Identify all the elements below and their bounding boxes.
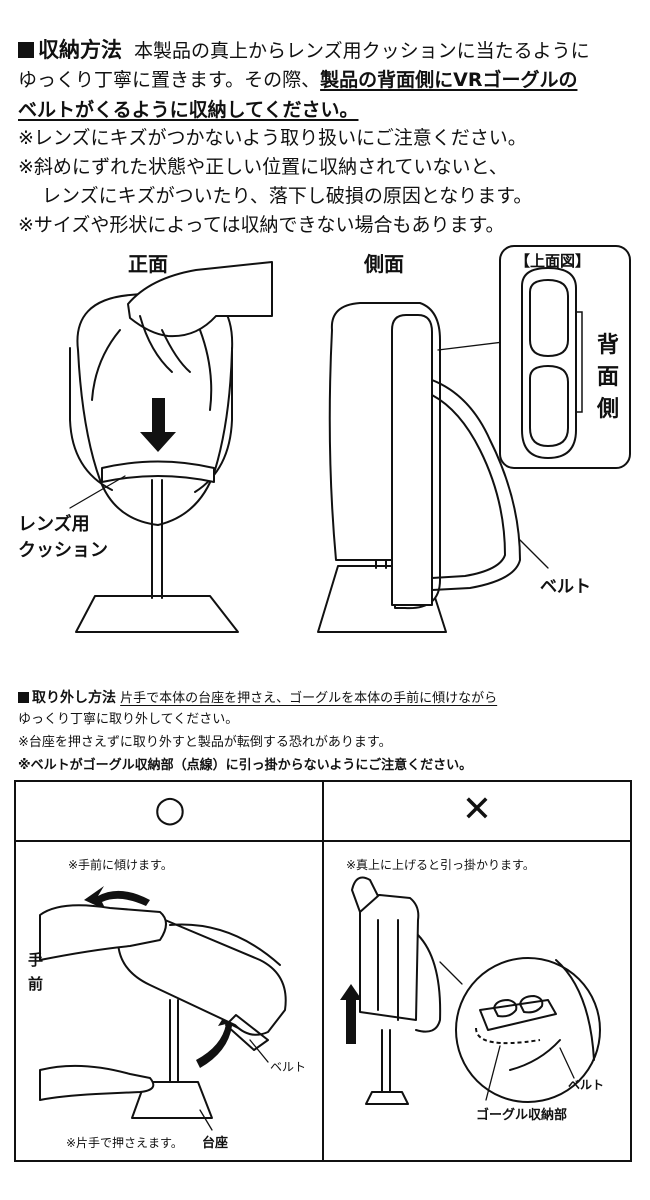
storage-heading-line: 収納方法 本製品の真上からレンズ用クッションに当たるように [18, 36, 590, 65]
square-bullet-icon [18, 42, 34, 58]
front-view-label: 正面 [128, 252, 168, 276]
storage-line-2: ゆっくり丁寧に置きます。その際、製品の背面側にVRゴーグルの [18, 66, 577, 94]
storage-note-2: ※斜めにずれた状態や正しい位置に収納されていないと、 [18, 156, 508, 178]
storage-part-label: ゴーグル収納部 [476, 1108, 568, 1123]
front-side-char-1: 手 [28, 951, 44, 969]
storage-line2-bold: 製品の背面側にVRゴーグルの [320, 69, 578, 91]
storage-line2-plain: ゆっくり丁寧に置きます。その際、 [18, 69, 321, 91]
top-view-goggle [521, 267, 577, 459]
removal-heading-line: 取り外し方法 片手で本体の台座を押さえ、ゴーグルを本体の手前に傾けながら [18, 688, 497, 709]
belt-label-left: ベルト [270, 1060, 307, 1074]
stand-base [75, 595, 239, 633]
base-label: 台座 [202, 1136, 229, 1151]
front-view-illustration [69, 261, 273, 633]
table-column-divider [322, 780, 324, 1162]
storage-note-1: ※レンズにキズがつかないよう取り扱いにご注意ください。 [18, 127, 527, 149]
top-view-label: 【上面図】 [515, 252, 591, 270]
storage-diagram [69, 245, 631, 633]
front-side-label: 手 前 [28, 948, 43, 996]
lens-cushion-label-line1: レンズ用 [18, 514, 90, 535]
square-bullet-icon [18, 692, 29, 703]
storage-line3-bold: ベルトがくるように収納してください。 [18, 99, 359, 121]
storage-note-3: レンズにキズがついたり、落下し破損の原因となります。 [42, 185, 533, 207]
hand-illustration [127, 261, 273, 338]
good-caption: ※手前に傾けます。 [68, 858, 173, 872]
storage-heading: 収納方法 [38, 38, 122, 62]
removal-intro: 片手で本体の台座を押さえ、ゴーグルを本体の手前に傾けながら [120, 691, 498, 706]
belt-label: ベルト [540, 577, 591, 597]
back-side-char-1: 背 [596, 333, 619, 358]
arrow-down-icon [140, 398, 176, 452]
lens-cushion-label: レンズ用 クッション [18, 512, 108, 564]
removal-line-2: ゆっくり丁寧に取り外してください。 [18, 712, 239, 727]
removal-note-1: ※台座を押さえずに取り外すと製品が転倒する恐れがあります。 [18, 735, 392, 750]
front-side-char-2: 前 [28, 975, 44, 993]
side-view-illustration [317, 302, 549, 633]
bad-symbol: ✕ [461, 789, 493, 830]
removal-heading: 取り外し方法 [32, 690, 116, 706]
storage-note-4: ※サイズや形状によっては収納できない場合もあります。 [18, 214, 505, 236]
good-symbol: ○ [154, 789, 186, 830]
side-view-label: 側面 [364, 252, 404, 276]
back-side-char-3: 側 [596, 397, 619, 422]
belt-label-right: ベルト [568, 1078, 605, 1092]
hold-caption: ※片手で押さえます。 [66, 1136, 183, 1150]
lens-cushion-label-line2: クッション [18, 540, 108, 561]
removal-note-2: ※ベルトがゴーグル収納部（点線）に引っ掛からないようにご注意ください。 [18, 758, 473, 773]
back-side-label: 背 面 側 [596, 330, 620, 426]
side-strap-panel [391, 314, 433, 606]
storage-intro: 本製品の真上からレンズ用クッションに当たるように [134, 40, 590, 62]
back-side-char-2: 面 [596, 365, 619, 390]
bad-caption: ※真上に上げると引っ掛かります。 [346, 858, 535, 872]
lens-cushion [101, 460, 215, 483]
top-view-box [499, 245, 631, 469]
